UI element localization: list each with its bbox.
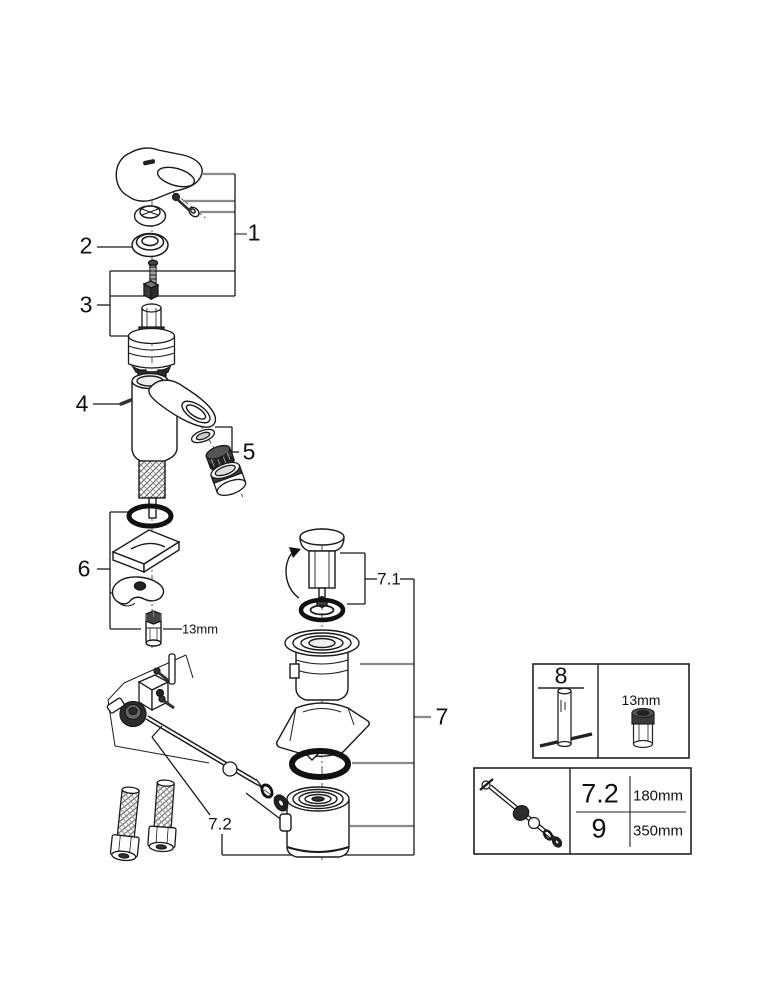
part-popup-plug	[285, 528, 346, 623]
length-row-2-value: 350mm	[632, 822, 684, 840]
part-cartridge-group	[127, 259, 176, 377]
mounting-clamp	[111, 576, 165, 607]
callout-7-2: 7.2	[208, 814, 232, 834]
callout-6: 6	[77, 555, 91, 582]
plug-cap	[299, 528, 345, 546]
length-row-1-value: 180mm	[632, 787, 684, 805]
cartridge	[127, 303, 176, 377]
callout-7-1: 7.1	[377, 569, 401, 589]
callout-1: 1	[247, 219, 261, 246]
callout-2: 2	[79, 232, 93, 259]
rod-clamp-cube	[137, 674, 170, 712]
hose-left	[109, 786, 140, 862]
rod-enclosure-line	[107, 654, 210, 764]
tool-number-label: 8	[554, 662, 568, 689]
waste-upper-flange	[284, 629, 360, 701]
length-row-1-part: 7.2	[581, 778, 619, 809]
callout-3: 3	[79, 291, 93, 318]
plug-body	[308, 550, 336, 589]
clamp-screw-a	[153, 667, 161, 675]
rod-knob	[119, 700, 147, 728]
clamp-screw-b	[158, 695, 166, 703]
callout-4: 4	[75, 390, 89, 417]
handle-slot	[143, 159, 156, 166]
rod-ball	[222, 761, 238, 777]
length-box-frame	[473, 767, 692, 855]
rod-assembly-icon	[479, 778, 563, 848]
plug-seal	[298, 597, 346, 623]
body-shank	[138, 460, 166, 499]
part-cap-ring	[131, 232, 169, 258]
mounting-tool-icon	[539, 687, 593, 748]
tool-box	[532, 663, 690, 759]
rod-oring-small	[260, 783, 274, 799]
part-waste-group	[276, 629, 370, 858]
part-rod-assembly	[106, 653, 289, 812]
handle-screw-head	[171, 192, 181, 202]
handle-loop-hole	[156, 166, 196, 188]
aerator-sleeve	[210, 461, 247, 497]
callout-7: 7	[435, 703, 449, 730]
cartridge-adapter-nut	[142, 280, 160, 301]
rod-seal-ring	[273, 794, 289, 812]
aerator-insert	[205, 444, 235, 471]
part-hoses	[109, 779, 177, 862]
part-body	[119, 372, 217, 519]
waste-cone-collar	[276, 702, 370, 761]
base-oring	[126, 503, 174, 529]
waste-oring	[289, 748, 351, 780]
rod-shaft	[145, 715, 257, 784]
part-fastening-group	[111, 503, 181, 647]
nut-size-label: 13mm	[181, 621, 219, 637]
hose-right	[147, 779, 177, 853]
handle-screw-shaft	[177, 199, 190, 211]
part-handle-group	[115, 147, 203, 227]
length-box	[473, 767, 692, 855]
body-lever-pin	[119, 398, 133, 406]
length-row-2-part: 9	[591, 813, 607, 844]
plug-rotation-arrow	[285, 551, 300, 599]
rod-connector	[106, 697, 125, 714]
rod-pin	[168, 653, 176, 685]
socket-13mm-icon	[631, 707, 655, 749]
base-escutcheon	[111, 529, 181, 574]
part-aerator-group	[190, 428, 247, 497]
waste-lower-body	[279, 786, 350, 858]
mounting-nut-13mm	[145, 610, 162, 647]
callout-5: 5	[242, 438, 256, 465]
socket-size-label: 13mm	[621, 692, 661, 708]
callout-brackets	[93, 172, 431, 856]
